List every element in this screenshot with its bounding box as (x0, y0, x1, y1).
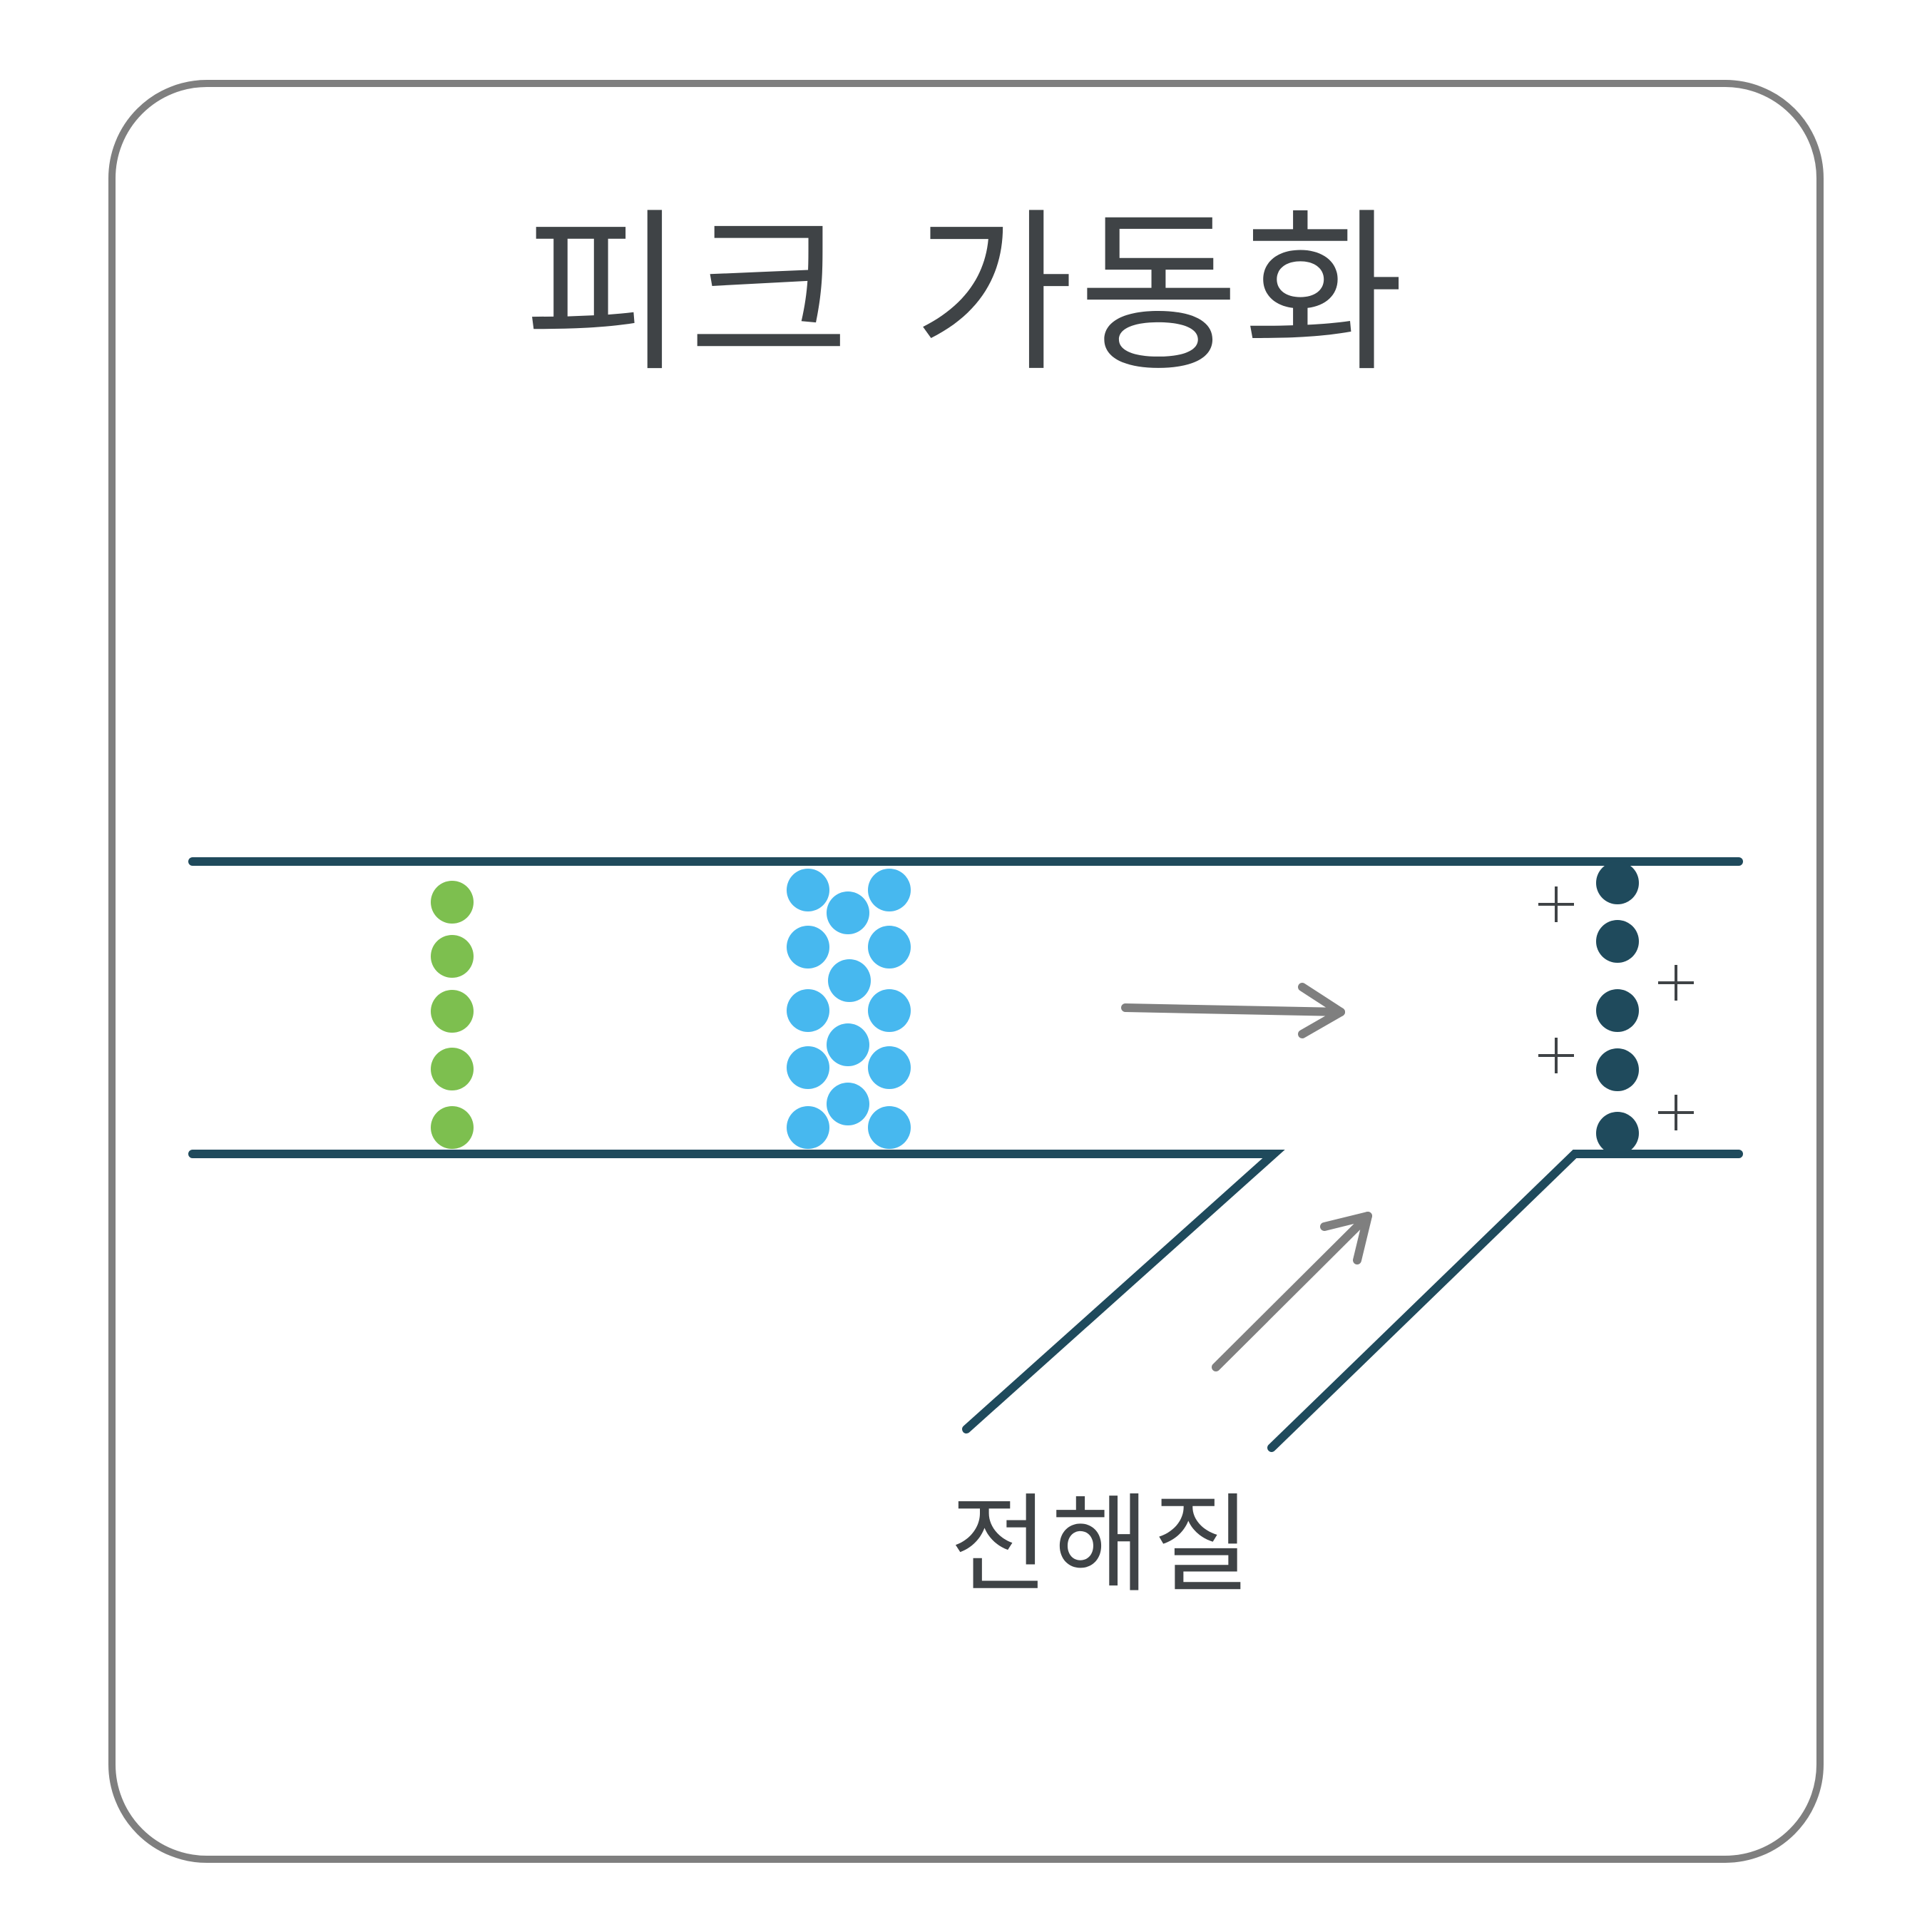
green-particle (431, 1048, 474, 1090)
channel (188, 857, 1743, 1452)
dark-particle (1596, 862, 1639, 904)
blue-particle (868, 989, 911, 1032)
blue-particle (827, 1023, 869, 1066)
plus-sign (1658, 1095, 1694, 1130)
channel-bottom-wall-left (188, 1150, 1285, 1433)
charge-signs (1538, 886, 1694, 1130)
green-particle-group (431, 881, 474, 1149)
green-particle (431, 935, 474, 978)
plus-sign (1538, 1038, 1574, 1073)
electrolyte-arrow (1212, 1212, 1372, 1371)
flow-arrow-right (1121, 983, 1345, 1038)
dark-particle (1596, 920, 1639, 963)
diagram-frame (108, 80, 1824, 1863)
blue-particle (787, 1106, 829, 1149)
blue-particle (787, 989, 829, 1032)
dark-particle (1596, 1112, 1639, 1155)
blue-particle (828, 959, 871, 1002)
dark-particle (1596, 989, 1639, 1032)
blue-particle (868, 869, 911, 911)
channel-bottom-wall-right (1267, 1150, 1743, 1452)
dark-particle-group (1596, 862, 1639, 1155)
green-particle (431, 1106, 474, 1149)
flow-arrows (1121, 983, 1372, 1371)
green-particle (431, 881, 474, 924)
plus-sign (1538, 886, 1574, 922)
blue-particle (827, 1083, 869, 1125)
blue-particle (868, 926, 911, 968)
diagram-title: 피크 가동화 (523, 193, 1409, 396)
dark-particle (1596, 1048, 1639, 1091)
electrolyte-label: 전해질 (950, 1483, 1254, 1608)
plus-sign (1658, 965, 1694, 1001)
blue-particle (787, 926, 829, 968)
green-particle (431, 990, 474, 1033)
blue-particle (787, 1046, 829, 1089)
blue-particle (787, 869, 829, 911)
blue-particle (827, 891, 869, 934)
blue-particle (868, 1046, 911, 1089)
blue-particle (868, 1106, 911, 1149)
blue-particle-group (787, 869, 911, 1149)
